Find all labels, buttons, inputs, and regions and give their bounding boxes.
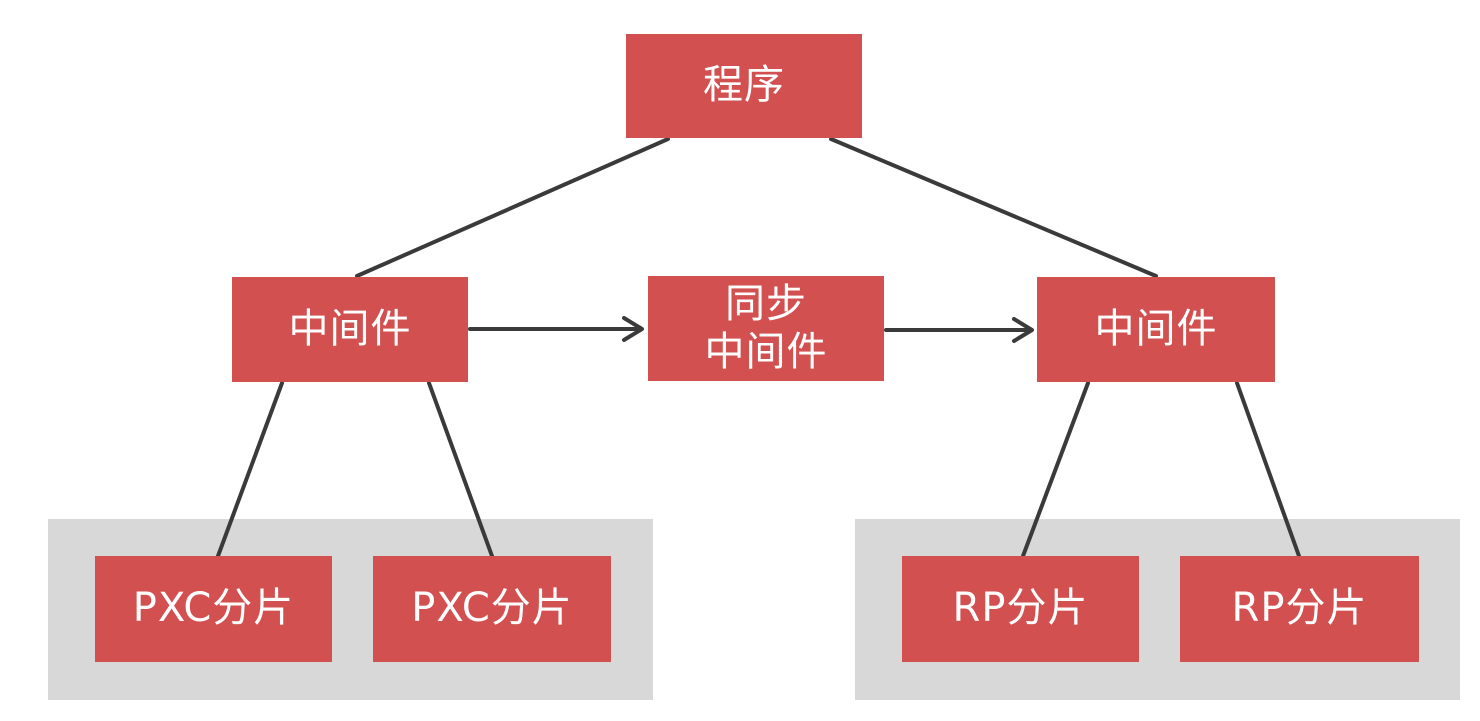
middleware-left-node: 中间件	[232, 277, 468, 382]
rp-shard-node-1: RP分片	[902, 556, 1139, 662]
pxc-shard-node-1: PXC分片	[95, 556, 332, 662]
edge-program-to-left-middleware	[355, 137, 670, 278]
edge-right-middleware-to-rp2	[1235, 381, 1301, 558]
rp-shard-node-2: RP分片	[1180, 556, 1419, 662]
sync-middleware-node: 同步 中间件	[648, 276, 884, 381]
program-node: 程序	[626, 34, 862, 138]
pxc-shard-node-2: PXC分片	[373, 556, 611, 662]
edge-right-middleware-to-rp1	[1021, 381, 1090, 558]
edge-left-middleware-to-pxc2	[427, 381, 494, 558]
edge-program-to-right-middleware	[829, 137, 1158, 278]
middleware-right-node: 中间件	[1037, 277, 1275, 382]
edge-left-middleware-to-pxc1	[216, 381, 284, 558]
